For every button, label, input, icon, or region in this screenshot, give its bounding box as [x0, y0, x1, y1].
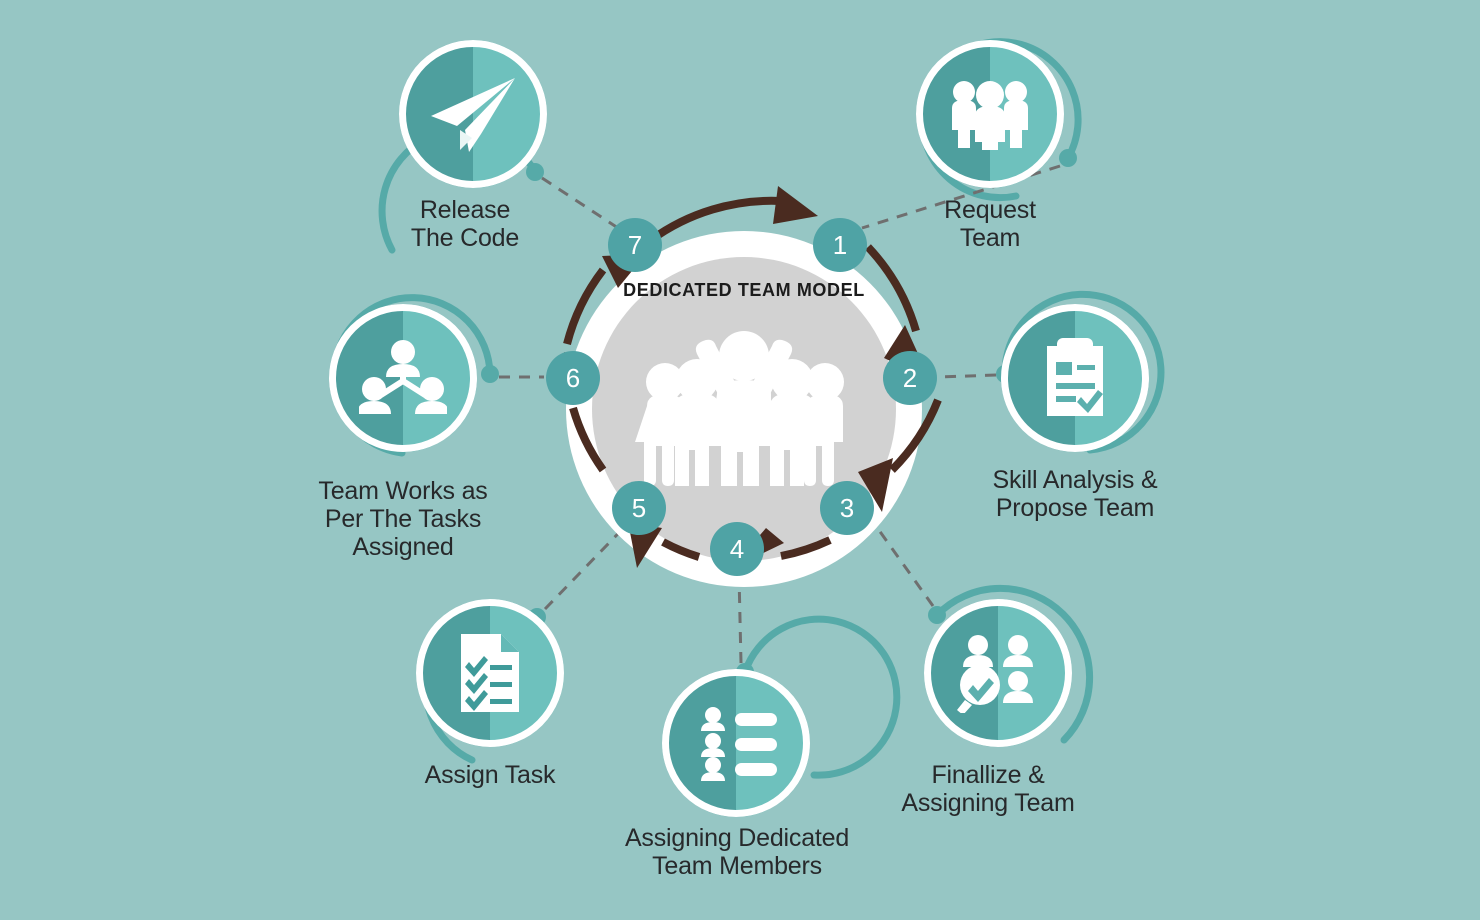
connector-node-2: [937, 373, 997, 379]
step-label-3: Finallize & Assigning Team: [901, 761, 1075, 817]
arc-node-4: [741, 615, 901, 779]
step-badge-5[interactable]: 5: [612, 481, 666, 535]
node-ring-4: [662, 669, 810, 817]
node-ring-3: [924, 599, 1072, 747]
node-ring-6: [329, 304, 477, 452]
step-node-1[interactable]: [902, 26, 1078, 202]
step-label-6: Team Works as Per The Tasks Assigned: [318, 477, 488, 561]
node-ring-1: [916, 40, 1064, 188]
connector-node-4: [737, 574, 743, 664]
step-node-4[interactable]: [648, 655, 824, 831]
node-ring-2: [1001, 304, 1149, 452]
arc-dot-node-6: [481, 365, 499, 383]
step-node-5[interactable]: [402, 585, 578, 761]
step-label-4: Assigning Dedicated Team Members: [624, 824, 850, 880]
node-ring-7: [399, 40, 547, 188]
step-badge-4[interactable]: 4: [710, 522, 764, 576]
step-node-7[interactable]: [385, 26, 561, 202]
arc-dot-node-3: [928, 606, 946, 624]
node-ring-5: [416, 599, 564, 747]
step-badge-3[interactable]: 3: [820, 481, 874, 535]
step-badge-7[interactable]: 7: [608, 218, 662, 272]
hub-title: DEDICATED TEAM MODEL: [623, 280, 865, 300]
step-badge-1[interactable]: 1: [813, 218, 867, 272]
connector-node-7: [541, 176, 619, 230]
connector-node-5: [543, 510, 641, 611]
step-badge-2[interactable]: 2: [883, 351, 937, 405]
step-label-2: Skill Analysis & Propose Team: [992, 466, 1158, 522]
step-node-3[interactable]: [910, 585, 1086, 761]
step-label-5: Assign Task: [424, 761, 556, 789]
step-node-2[interactable]: [987, 290, 1163, 466]
step-node-6[interactable]: [315, 290, 491, 466]
step-label-1: Request Team: [944, 196, 1036, 252]
connector-node-1: [861, 164, 1061, 230]
team-celebrate-icon: [629, 326, 859, 506]
dashed-connectors: [499, 164, 1061, 664]
step-label-7: Release The Code: [410, 196, 520, 252]
step-badge-6[interactable]: 6: [546, 351, 600, 405]
